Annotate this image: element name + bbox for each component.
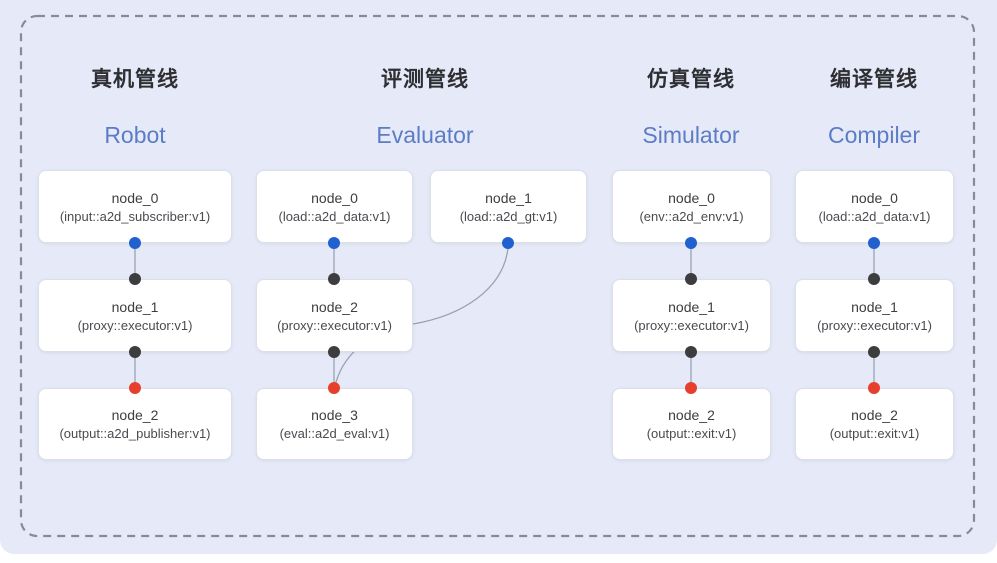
node-name: node_2 (851, 407, 898, 423)
node-name: node_0 (311, 189, 358, 206)
node-name: node_0 (668, 189, 715, 206)
simulator-title-zh: 仿真管线 (647, 68, 735, 91)
evaluator-title-zh: 评测管线 (381, 68, 469, 91)
evaluator-node2-out-port-dot (328, 346, 340, 358)
compiler-node2-in-port-dot (868, 382, 880, 394)
compiler-node1-in-port-dot (868, 273, 880, 285)
evaluator-node-3: node_3 (eval::a2d_eval:v1) (256, 388, 413, 460)
node-type: (output::a2d_publisher:v1) (59, 426, 211, 441)
simulator-title-en: Simulator (642, 122, 740, 148)
robot-node1-in-port-dot (129, 273, 141, 285)
evaluator-node3-in-port-dot (328, 382, 340, 394)
robot-node1-out-port-dot (129, 346, 141, 358)
evaluator-node-2: node_2 (proxy::executor:v1) (256, 279, 413, 352)
compiler-node-1: node_1 (proxy::executor:v1) (795, 279, 954, 352)
robot-node-2: node_2 (output::a2d_publisher:v1) (38, 388, 232, 460)
compiler-node1-out-port-dot (868, 346, 880, 358)
evaluator-node2-in-port-dot (328, 273, 340, 285)
node-type: (output::exit:v1) (646, 426, 737, 441)
compiler-title-en: Compiler (827, 122, 921, 148)
node-type: (output::exit:v1) (829, 426, 920, 441)
compiler-node0-out-port-dot (868, 237, 880, 249)
node-type: (proxy::executor:v1) (277, 317, 392, 333)
node-type: (eval::a2d_eval:v1) (279, 426, 390, 441)
node-type: (input::a2d_subscriber:v1) (59, 208, 211, 224)
node-type: (proxy::executor:v1) (817, 317, 932, 333)
compiler-node-2: node_2 (output::exit:v1) (795, 388, 954, 460)
node-type: (env::a2d_env:v1) (639, 208, 744, 224)
node-name: node_1 (851, 298, 898, 315)
node-name: node_2 (111, 407, 159, 423)
robot-node0-out-port-dot (129, 237, 141, 249)
evaluator-node0-out-port-dot (328, 237, 340, 249)
simulator-node-2: node_2 (output::exit:v1) (612, 388, 771, 460)
robot-title-en: Robot (104, 122, 166, 148)
node-name: node_1 (485, 189, 532, 206)
node-name: node_1 (111, 298, 159, 315)
node-type: (load::a2d_data:v1) (278, 208, 391, 224)
compiler-node-0: node_0 (load::a2d_data:v1) (795, 170, 954, 243)
evaluator-title-en: Evaluator (376, 122, 474, 148)
node-name: node_0 (111, 189, 159, 206)
dashed-border (19, 14, 976, 538)
node-type: (load::a2d_gt:v1) (459, 208, 558, 224)
robot-node-0: node_0 (input::a2d_subscriber:v1) (38, 170, 232, 243)
node-type: (proxy::executor:v1) (77, 317, 193, 333)
evaluator-node-1: node_1 (load::a2d_gt:v1) (430, 170, 587, 243)
node-name: node_3 (311, 407, 358, 423)
simulator-node-0: node_0 (env::a2d_env:v1) (612, 170, 771, 243)
compiler-title-zh: 编译管线 (830, 68, 918, 91)
node-type: (load::a2d_data:v1) (818, 208, 931, 224)
simulator-node1-in-port-dot (685, 273, 697, 285)
robot-title-zh: 真机管线 (91, 68, 179, 91)
simulator-node0-out-port-dot (685, 237, 697, 249)
simulator-node-1: node_1 (proxy::executor:v1) (612, 279, 771, 352)
evaluator-node1-out-port-dot (502, 237, 514, 249)
node-name: node_2 (668, 407, 715, 423)
simulator-node2-in-port-dot (685, 382, 697, 394)
node-name: node_2 (311, 298, 358, 315)
evaluator-connector-1-3-curve (334, 242, 510, 385)
robot-node2-in-port-dot (129, 382, 141, 394)
node-name: node_1 (668, 298, 715, 315)
node-type: (proxy::executor:v1) (634, 317, 749, 333)
node-name: node_0 (851, 189, 898, 206)
simulator-node1-out-port-dot (685, 346, 697, 358)
evaluator-node-0: node_0 (load::a2d_data:v1) (256, 170, 413, 243)
robot-node-1: node_1 (proxy::executor:v1) (38, 279, 232, 352)
